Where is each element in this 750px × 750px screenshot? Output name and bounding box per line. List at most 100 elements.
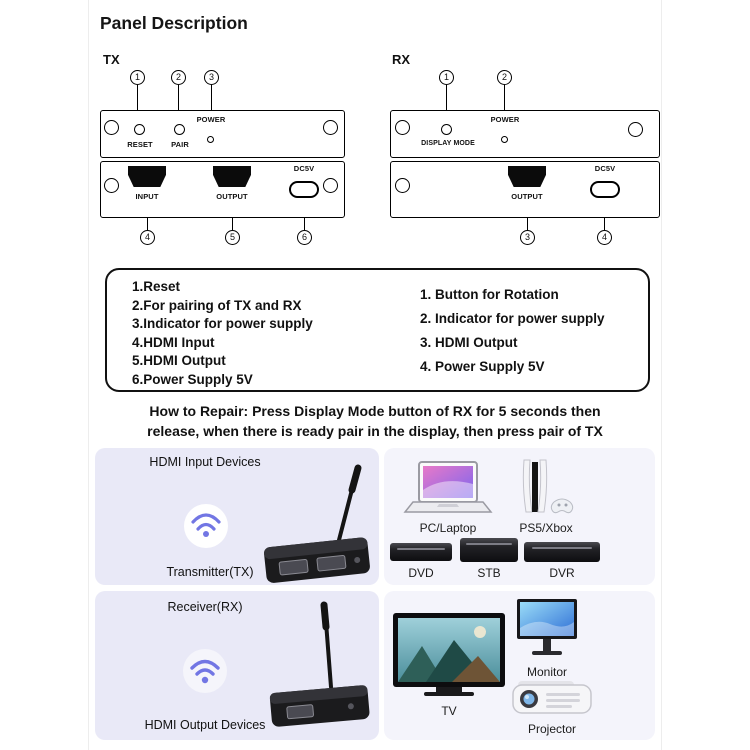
tx-callout-1: 1 — [130, 70, 145, 85]
legend-left-column: 1.Reset 2.For pairing of TX and RX 3.Ind… — [132, 278, 313, 389]
tx-callout-5: 5 — [225, 230, 240, 245]
disc-tray-line — [396, 548, 446, 550]
rx-leader-line-3 — [527, 218, 529, 230]
legend-box: 1.Reset 2.For pairing of TX and RX 3.Ind… — [105, 268, 650, 392]
rx-displays-panel: TV Monitor Projector — [384, 591, 655, 740]
receiver-image — [269, 601, 370, 727]
tx-mount-hole-bottom-right — [323, 178, 338, 193]
tx-power-led — [207, 136, 214, 143]
monitor-image — [517, 599, 577, 655]
rx-dc5v-label: DC5V — [594, 164, 616, 173]
tv-image — [393, 613, 505, 696]
tx-leader-line-6 — [304, 218, 306, 230]
transmitter-caption: Transmitter(TX) — [166, 565, 254, 579]
legend-right-item-2: 2. Indicator for power supply — [420, 311, 605, 326]
tx-connection-panel: HDMI Input Devices Transmitter(TX) — [95, 448, 379, 585]
wireless-transmit-icon — [184, 504, 228, 548]
dvr-label: DVR — [549, 566, 575, 580]
rx-mount-hole-bottom-left — [395, 178, 410, 193]
legend-left-item-2: 2.For pairing of TX and RX — [132, 297, 302, 313]
rx-section-label: RX — [392, 52, 411, 67]
how-to-repair-text: How to Repair: Press Display Mode button… — [95, 401, 655, 441]
legend-left-item-3: 3.Indicator for power supply — [132, 316, 313, 331]
ps5-xbox-label: PS5/Xbox — [519, 521, 573, 535]
legend-left-item-1: 1.Reset — [132, 279, 181, 294]
laptop-image — [403, 461, 493, 513]
stb-label: STB — [477, 566, 501, 580]
hdmi-input-devices-title: HDMI Input Devices — [149, 455, 261, 469]
projector-image — [512, 681, 592, 714]
tx-leader-line-3 — [211, 85, 213, 115]
tx-mount-hole-top-left — [104, 120, 119, 135]
legend-left-item-6: 6.Power Supply 5V — [132, 371, 253, 387]
tx-leader-line-4 — [147, 218, 149, 230]
legend-right-item-4: 4. Power Supply 5V — [420, 359, 545, 374]
rx-display-mode-button — [441, 124, 452, 135]
legend-right-item-3: 3. HDMI Output — [420, 335, 518, 350]
tx-callout-6: 6 — [297, 230, 312, 245]
transmitter-image — [264, 464, 370, 583]
rx-hdmi-output-port — [508, 166, 546, 187]
wifi-icon — [183, 649, 227, 693]
rx-connection-panel: Receiver(RX) HDMI Output Devices — [95, 591, 379, 740]
tx-callout-3: 3 — [204, 70, 219, 85]
rx-callout-2: 2 — [497, 70, 512, 85]
tx-mount-hole-top-right — [323, 120, 338, 135]
rx-display-mode-label: DISPLAY MODE — [421, 140, 475, 147]
tx-reset-label: RESET — [127, 140, 153, 149]
rx-power-label: POWER — [490, 115, 520, 124]
tx-leader-line-1 — [137, 85, 139, 124]
rx-diagram: RX 1 2 DISPLAY MODE POWER OUTPUT DC5V 3 … — [390, 52, 660, 252]
tx-sources-panel: PC/Laptop PS5/Xbox DVD STB DVR — [384, 448, 655, 585]
rx-power-led — [501, 136, 508, 143]
image-border-right — [661, 0, 662, 750]
dvd-label: DVD — [408, 566, 434, 580]
tx-callout-4: 4 — [140, 230, 155, 245]
hdmi-output-devices-caption: HDMI Output Devices — [144, 718, 266, 732]
legend-right-item-1: 1. Button for Rotation — [420, 287, 559, 302]
how-to-repair-line-1: How to Repair: Press Display Mode button… — [149, 403, 601, 419]
how-to-repair-line-2: release, when there is ready pair in the… — [147, 423, 603, 439]
tx-output-label: OUTPUT — [216, 192, 248, 201]
tx-dc5v-label: DC5V — [293, 164, 315, 173]
tx-pair-label: PAIR — [171, 140, 189, 149]
legend-left-item-5: 5.HDMI Output — [132, 353, 226, 368]
stb-image — [460, 538, 518, 562]
tx-power-label: POWER — [196, 115, 226, 124]
ps5-image — [522, 459, 574, 514]
projector-label: Projector — [527, 722, 577, 736]
monitor-label: Monitor — [526, 665, 567, 679]
rx-top-panel — [390, 110, 660, 158]
rx-callout-4: 4 — [597, 230, 612, 245]
dvd-player-image — [390, 543, 452, 561]
tx-top-panel — [100, 110, 345, 158]
tx-hdmi-output-port — [213, 166, 251, 187]
dvr-panel-line — [532, 547, 592, 549]
dvr-image — [524, 542, 600, 562]
legend-right-column: 1. Button for Rotation 2. Indicator for … — [420, 283, 605, 379]
receiver-title: Receiver(RX) — [167, 600, 243, 614]
rx-callout-1: 1 — [439, 70, 454, 85]
rx-dc5v-port — [590, 181, 620, 198]
tx-mount-hole-bottom-left — [104, 178, 119, 193]
rx-leader-line-1 — [446, 85, 448, 124]
stb-panel-line — [466, 543, 512, 545]
tx-diagram: TX 1 2 3 RESET PAIR POWER INPUT OUTPUT D… — [100, 52, 345, 252]
rx-mount-hole-top-right — [628, 122, 643, 137]
tx-input-label: INPUT — [135, 192, 159, 201]
tx-callout-2: 2 — [171, 70, 186, 85]
tx-section-label: TX — [103, 52, 120, 67]
rx-leader-line-2 — [504, 85, 506, 115]
image-border-left — [88, 0, 89, 750]
rx-callout-3: 3 — [520, 230, 535, 245]
tx-dc5v-port — [289, 181, 319, 198]
tx-pair-button — [174, 124, 185, 135]
legend-left-item-4: 4.HDMI Input — [132, 334, 215, 350]
tx-hdmi-input-port — [128, 166, 166, 187]
tx-leader-line-2 — [178, 85, 180, 124]
rx-output-label: OUTPUT — [511, 192, 543, 201]
rx-leader-line-4 — [604, 218, 606, 230]
rx-mount-hole-top-left — [395, 120, 410, 135]
tx-reset-button — [134, 124, 145, 135]
